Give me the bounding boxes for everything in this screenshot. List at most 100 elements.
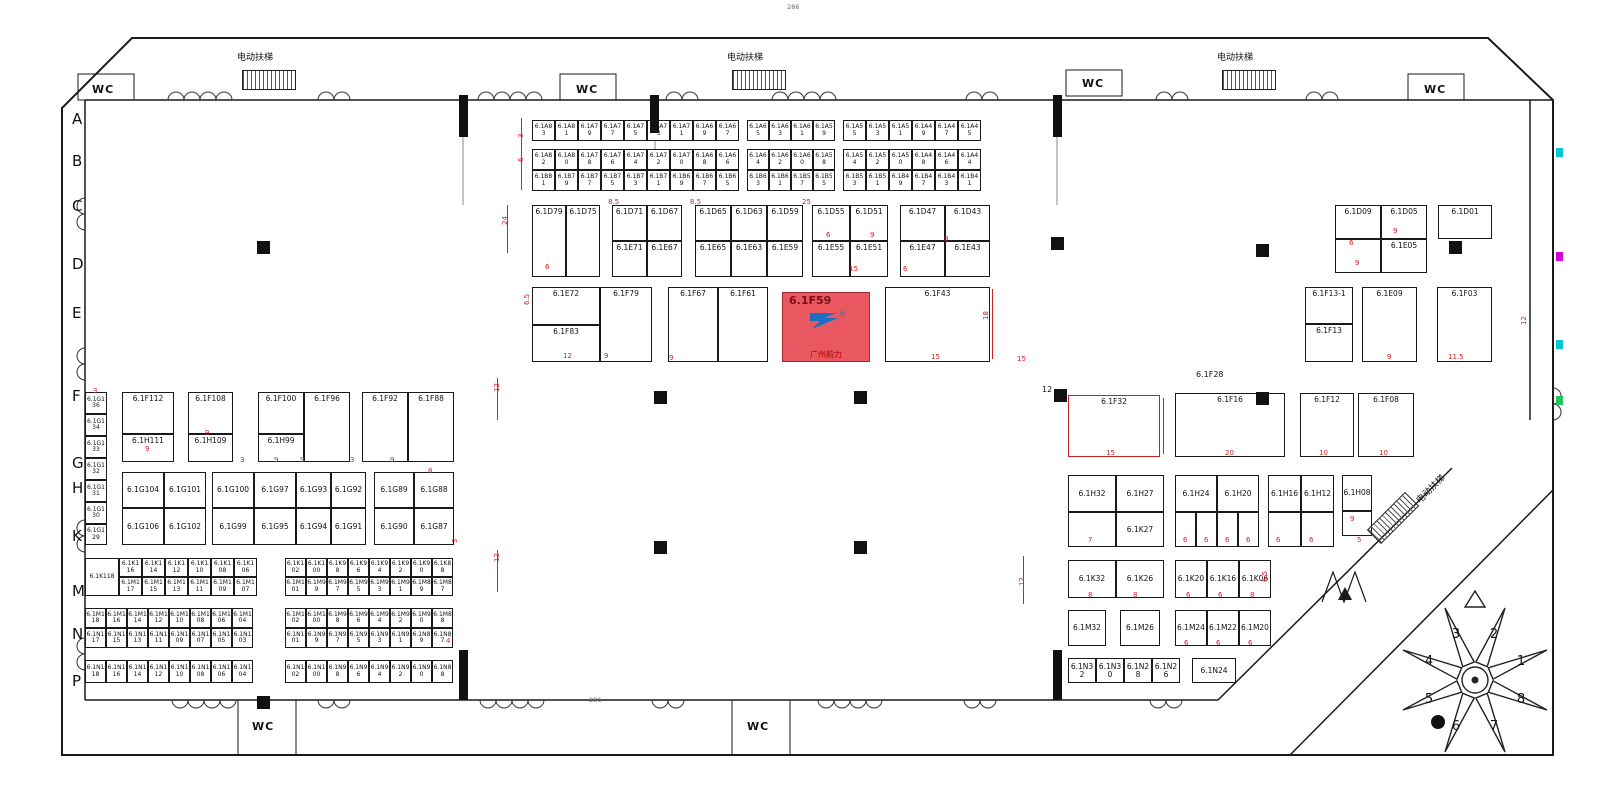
dimension-label: 25 bbox=[802, 198, 811, 206]
dimension-label: 10 bbox=[1319, 449, 1328, 457]
booth-cell: 6.1D47 bbox=[900, 205, 945, 241]
booth-cell: 6.1B69 bbox=[670, 170, 693, 191]
compass-number: 3 bbox=[1452, 627, 1460, 642]
booth-cell: 6.1N88 bbox=[432, 660, 453, 683]
compass-blade bbox=[1402, 679, 1463, 711]
booth-cell: 6.1A47 bbox=[935, 120, 958, 141]
dimension-label: 6 bbox=[1186, 591, 1191, 599]
booth-cell: 6.1N28 bbox=[1124, 658, 1152, 683]
booth-cell: 6.1K27 bbox=[1116, 512, 1164, 547]
booth-cell: 6.1K98 bbox=[327, 558, 348, 577]
booth-cell: 6.1N108 bbox=[190, 660, 211, 683]
booth-cell: 6.1M116 bbox=[106, 608, 127, 628]
dimension-label: 6 bbox=[826, 231, 831, 239]
booth-cell: 6.1D01 bbox=[1438, 205, 1492, 239]
highlighted-booth-6-1F59[interactable]: 6.1F59 ® 广州韵力 bbox=[782, 292, 870, 362]
booth-cell: 6.1G104 bbox=[122, 472, 164, 508]
booth-cell: 6.1F08 bbox=[1358, 393, 1414, 457]
booth-cell: 6.1B67 bbox=[693, 170, 716, 191]
dimension-label: 6 bbox=[545, 263, 550, 271]
pillar bbox=[654, 541, 667, 554]
dimension-label: 6 bbox=[1248, 639, 1253, 647]
booth-cell: 6.1A65 bbox=[747, 120, 769, 141]
annotation-text: 6.1F28 bbox=[1196, 370, 1224, 379]
door-arcs-left bbox=[76, 197, 86, 671]
booth-cell bbox=[1068, 512, 1116, 547]
booth-cell: 6.1N97 bbox=[327, 628, 348, 648]
booth-cell: 6.1M32 bbox=[1068, 610, 1106, 646]
booth-cell: 6.1M98 bbox=[327, 608, 348, 628]
annotation-text: 12 bbox=[1042, 385, 1053, 394]
compass-blade bbox=[1444, 607, 1476, 668]
booth-cell: 6.1A67 bbox=[716, 120, 739, 141]
booth-cell: 6.1N93 bbox=[369, 628, 390, 648]
escalator-icon bbox=[732, 70, 786, 90]
booth-cell: 6.1B81 bbox=[532, 170, 555, 191]
booth-cell: 6.1A83 bbox=[532, 120, 555, 141]
booth-cell: 6.1M95 bbox=[348, 577, 369, 596]
booth-cell: 6.1G91 bbox=[331, 508, 366, 545]
escalator-label: 电动扶梯 bbox=[237, 53, 274, 63]
booth-cell: 6.1G130 bbox=[85, 502, 107, 524]
booth-cell: 6.1G102 bbox=[164, 508, 206, 545]
booth-cell: 6.1G100 bbox=[212, 472, 254, 508]
stairs-arrow-icon bbox=[1338, 587, 1352, 600]
dimension-label: 4 bbox=[446, 637, 451, 645]
door-column bbox=[1053, 650, 1062, 700]
booth-cell: 6.1D79 bbox=[532, 205, 566, 277]
booth-cell: 6.1K94 bbox=[369, 558, 390, 577]
booth-cell: 6.1F43 bbox=[885, 287, 990, 362]
escalator-icon bbox=[242, 70, 296, 90]
booth-cell: 6.1N26 bbox=[1152, 658, 1180, 683]
dimension-label: 3 bbox=[93, 387, 98, 395]
booth-cell: 6.1A55 bbox=[843, 120, 866, 141]
annotation-text: 286 bbox=[589, 696, 602, 704]
compass-blade bbox=[1487, 649, 1548, 681]
booth-cell bbox=[1238, 512, 1259, 547]
compass-pointer-icon bbox=[1463, 589, 1487, 608]
booth-cell: 6.1E59 bbox=[767, 241, 803, 277]
booth-cell: 6.1A45 bbox=[958, 120, 981, 141]
dimension-label: 11.5 bbox=[1448, 353, 1464, 361]
booth-cell: 6.1G95 bbox=[254, 508, 296, 545]
booth-cell: 6.1D43 bbox=[945, 205, 990, 241]
dimension-label: 6 bbox=[1246, 536, 1251, 544]
booth-cell: 6.1M101 bbox=[285, 577, 306, 596]
compass-blade bbox=[1444, 692, 1476, 753]
booth-cell bbox=[1268, 512, 1301, 547]
booth-cell: 6.1N118 bbox=[85, 660, 106, 683]
booth-cell: 6.1F79 bbox=[600, 287, 652, 362]
dimension-label: 7 bbox=[1088, 536, 1093, 544]
booth-cell: 6.1K16 bbox=[1207, 560, 1239, 598]
dimension-label: 9 bbox=[944, 235, 949, 243]
booth-cell: 6.1N100 bbox=[306, 660, 327, 683]
door-column bbox=[650, 95, 659, 133]
booth-cell bbox=[1335, 239, 1381, 273]
booth-cell: 6.1E43 bbox=[945, 241, 990, 277]
booth-cell: 6.1A69 bbox=[693, 120, 716, 141]
booth-cell: 6.1K116 bbox=[119, 558, 142, 577]
booth-cell: 6.1M97 bbox=[327, 577, 348, 596]
booth-cell bbox=[1301, 512, 1334, 547]
row-letter: H bbox=[72, 479, 84, 497]
dimension-label: 9 bbox=[145, 445, 150, 453]
booth-cell: 6.1A64 bbox=[747, 149, 769, 170]
cad-marker bbox=[1556, 252, 1563, 261]
booth-cell: 6.1G133 bbox=[85, 436, 107, 458]
booth-cell: 6.1A46 bbox=[935, 149, 958, 170]
booth-cell: 6.1K100 bbox=[306, 558, 327, 577]
booth-cell: 6.1H32 bbox=[1068, 475, 1116, 512]
booth-cell: 6.1G94 bbox=[296, 508, 331, 545]
booth-cell: 6.1N96 bbox=[348, 660, 369, 683]
booth-cell: 6.1M22 bbox=[1207, 610, 1239, 646]
booth-cell: 6.1A51 bbox=[889, 120, 912, 141]
dimension-line bbox=[497, 378, 498, 420]
booth-cell: 6.1E72 bbox=[532, 287, 600, 325]
dimension-label: 9 bbox=[669, 354, 674, 362]
booth-cell: 6.1M108 bbox=[190, 608, 211, 628]
booth-cell: 6.1H24 bbox=[1175, 475, 1217, 512]
compass-number: 4 bbox=[1425, 654, 1433, 669]
booth-cell: 6.1N95 bbox=[348, 628, 369, 648]
door-arcs-top bbox=[167, 91, 1339, 101]
booth-cell: 6.1N104 bbox=[232, 660, 253, 683]
